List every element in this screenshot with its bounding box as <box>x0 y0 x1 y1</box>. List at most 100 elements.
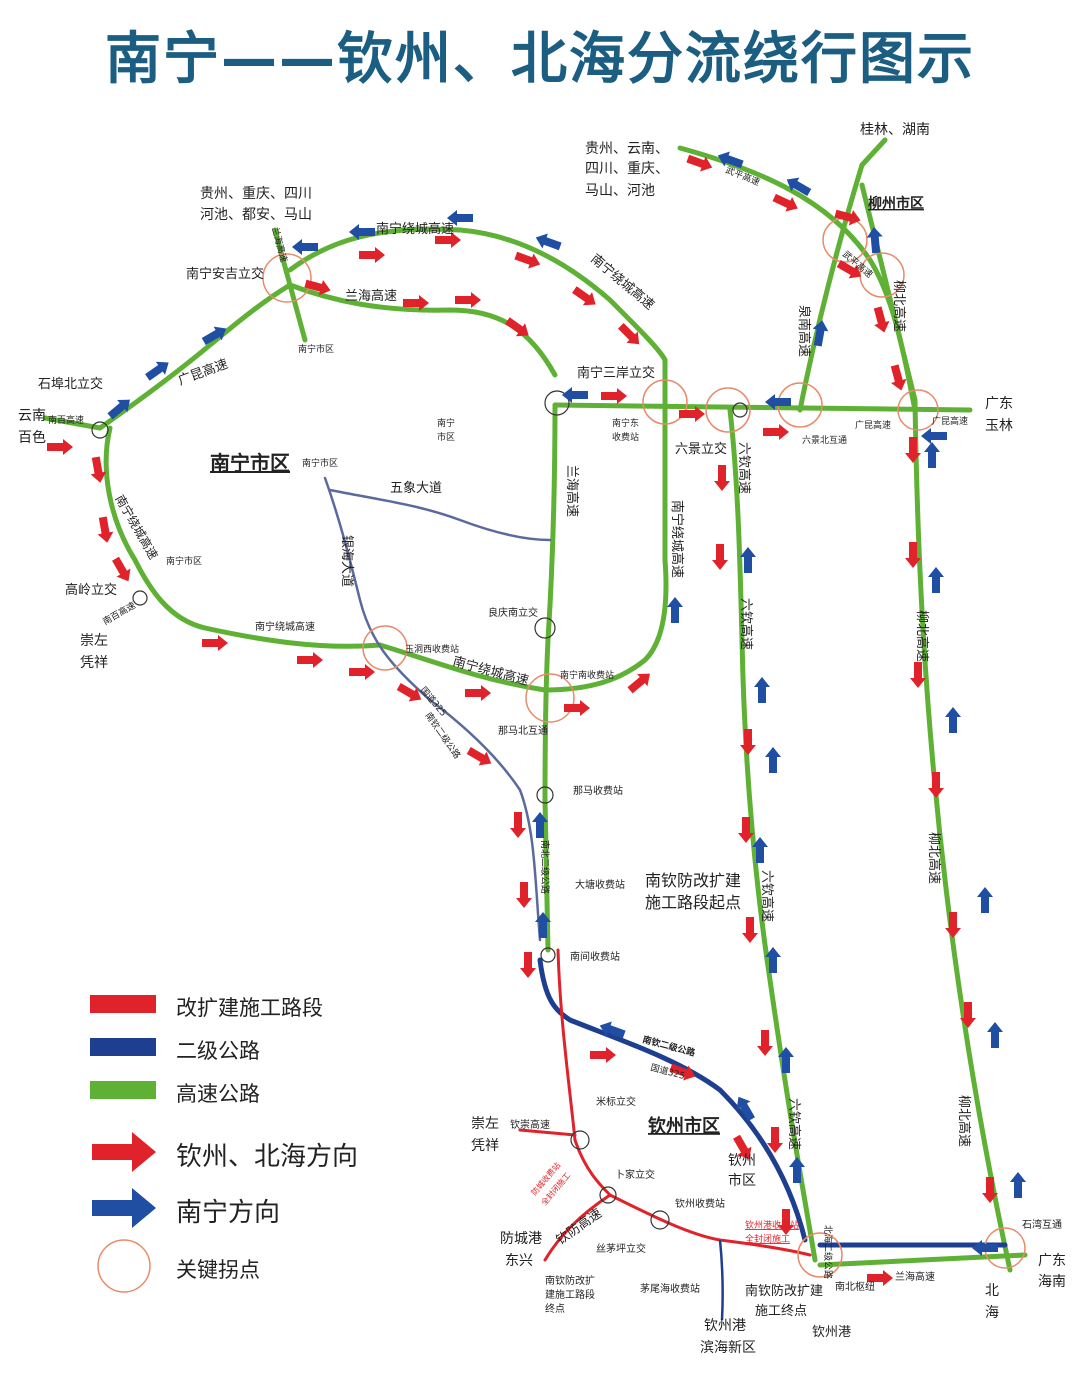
blue-arrow <box>921 428 947 444</box>
red-arrows <box>47 151 998 1286</box>
road-lanhai-ns: 兰海高速 <box>269 226 290 264</box>
label-nanning-city-small: 南宁市区 <box>166 555 202 567</box>
label-shiqu: 市区 <box>437 431 455 443</box>
road-lanhai-south: 兰海高速 <box>895 1270 935 1283</box>
road-nanning-ring: 南宁绕城高速 <box>376 221 454 237</box>
road-liuqin: 六钦高速 <box>736 442 752 494</box>
node-qinzhougang-toll: 全封闭施工 <box>745 1233 790 1245</box>
label-fangchenggang: 防城港 <box>500 1231 542 1247</box>
red-arrow <box>349 664 375 680</box>
ring-road-south-east <box>542 357 669 693</box>
blue-arrow <box>765 747 781 773</box>
node-simaoping: 丝茅坪立交 <box>596 1242 646 1255</box>
label-chongzuo-south: 崇左 <box>471 1116 499 1132</box>
red-arrow <box>928 772 944 798</box>
label-guizhou: 四川、重庆、 <box>585 161 669 177</box>
road-wuxiang: 五象大道 <box>390 481 442 496</box>
red-arrow <box>510 812 526 838</box>
legend-label-secondary: 二级公路 <box>176 1039 260 1063</box>
road-nanning-ring: 南宁绕城高速 <box>255 620 315 633</box>
secondary-roads <box>323 476 552 942</box>
node-end-east: 南钦防改扩建 <box>745 1283 823 1299</box>
interchange-bujia <box>599 1186 617 1204</box>
guangkun-east <box>552 402 973 413</box>
label-guizhou-2: 贵州、重庆、四川 <box>200 186 312 202</box>
legend-circle-icon <box>97 1239 151 1293</box>
key-point-anji <box>262 253 312 303</box>
construction-qinzhou-port <box>608 1193 812 1257</box>
label-yunnan: 云南 <box>18 408 46 424</box>
label-beihai: 北 <box>985 1283 999 1299</box>
red-arrow <box>590 1047 616 1063</box>
label-yulin: 玉林 <box>985 418 1013 434</box>
label-hainan: 海南 <box>1038 1274 1066 1290</box>
blue-arrow <box>987 1022 1003 1048</box>
label-pingxiang: 凭祥 <box>80 655 108 671</box>
legend <box>90 995 156 1293</box>
label-guilin: 桂林、湖南 <box>860 122 930 138</box>
label-binhai: 滨海新区 <box>700 1340 756 1356</box>
yinhai-road <box>323 476 542 942</box>
nanqin-secondary-road <box>537 957 808 1243</box>
blue-arrow <box>754 677 770 703</box>
node-qinzhougang-toll: 钦州港收费站 <box>745 1219 799 1231</box>
blue-arrow <box>972 1240 998 1256</box>
road-guangkun: 广昆高速 <box>176 356 230 389</box>
interchange-gaoling <box>132 590 148 606</box>
label-qinzhou-city: 钦州市区 <box>648 1115 720 1137</box>
road-liubei: 柳北高速 <box>926 832 942 884</box>
interchange-liangqing <box>534 617 556 639</box>
label-beihai: 海 <box>985 1305 999 1321</box>
construction-qinchong <box>518 1128 577 1137</box>
red-arrow <box>601 388 627 404</box>
key-point-nama-north <box>525 673 575 723</box>
node-anji: 南宁安吉立交 <box>186 266 264 282</box>
node-start: 施工路段起点 <box>645 893 741 912</box>
node-nanning-east-toll: 南宁东 <box>612 417 639 429</box>
node-end-west: 建施工路段 <box>545 1288 595 1301</box>
red-arrow <box>359 247 385 263</box>
label-qinzhou-port: 钦州港 <box>812 1325 851 1340</box>
qinzhou-port-road <box>718 1239 724 1321</box>
label-dongxing: 东兴 <box>505 1253 533 1269</box>
red-arrow <box>714 465 730 491</box>
node-qinzhou-toll: 钦州收费站 <box>675 1197 725 1210</box>
liuqin-expressway <box>727 407 818 1263</box>
road-qinchong: 钦崇高速 <box>510 1118 550 1131</box>
lanhai-south <box>542 402 558 953</box>
red-arrow <box>757 1030 773 1056</box>
construction-nanqin <box>556 948 612 1197</box>
legend-blue-arrow-icon <box>92 1188 156 1228</box>
node-liangqing: 良庆南立交 <box>488 606 538 619</box>
node-start: 南钦防改扩建 <box>645 871 741 890</box>
liubei-expressway <box>859 137 1013 1273</box>
label-baise: 百色 <box>18 429 46 446</box>
wuxiang-road <box>328 488 552 542</box>
node-end-east: 施工终点 <box>755 1303 807 1319</box>
road-liubei: 柳北高速 <box>914 610 930 662</box>
red-arrow <box>615 320 645 350</box>
lanhai-north <box>287 282 558 378</box>
node-end-west: 南钦防改扩 <box>545 1274 595 1287</box>
red-arrow <box>465 685 491 701</box>
key-point-liubei-junction <box>897 389 939 431</box>
anji-north-spur <box>272 227 308 343</box>
quannan-expressway <box>797 162 865 413</box>
legend-red-arrow-icon <box>92 1132 156 1172</box>
node-mibiao: 米标立交 <box>596 1095 636 1108</box>
blue-arrow <box>1010 1172 1026 1198</box>
node-nanning-east-toll: 收费站 <box>612 431 639 443</box>
road-nanning-ring: 南宁绕城高速 <box>451 653 530 689</box>
road-guangkun-east: 广昆高速 <box>855 419 891 431</box>
road-nanbai: 南百高速 <box>101 599 138 627</box>
road-nanqin: 南钦二级公路 <box>641 1033 697 1059</box>
blue-arrow <box>865 226 885 254</box>
road-quannan: 泉南高速 <box>796 305 812 357</box>
node-datang-toll: 大塘收费站 <box>575 878 625 891</box>
legend-label-expressway: 高速公路 <box>176 1082 260 1106</box>
interchange-mibiao <box>570 1130 590 1150</box>
map-title: 南宁——钦州、北海分流绕行图示 <box>105 27 975 92</box>
road-nanbai: 南百高速 <box>48 414 84 426</box>
node-bujia: 卜家立交 <box>615 1168 655 1181</box>
road-beihai-secondary: 北海二级公路 <box>822 1225 834 1279</box>
